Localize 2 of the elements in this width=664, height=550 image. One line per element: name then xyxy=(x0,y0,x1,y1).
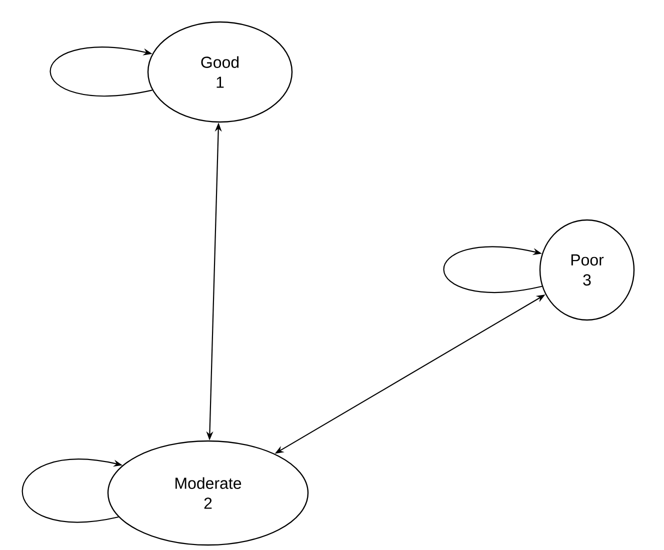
arrow xyxy=(444,246,542,293)
arrow xyxy=(50,46,152,96)
